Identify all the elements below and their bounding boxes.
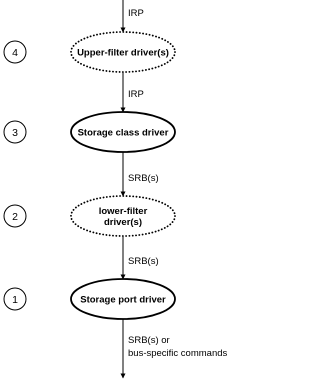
driver-node-3: 3 Storage class driver: [3, 111, 176, 153]
driver-node-label: driver(s): [104, 217, 142, 228]
driver-node-label: Upper-filter driver(s): [77, 48, 169, 59]
solid-ellipse: [70, 111, 176, 153]
edge-2: IRP: [120, 72, 144, 113]
driver-node-label: Storage port driver: [80, 295, 166, 306]
layer-number: 2: [12, 211, 18, 223]
layer-number-circle: [3, 40, 27, 64]
edge-5: SRB(s) or bus-specific commands: [120, 319, 228, 379]
driver-node-1: 1 Storage port driver: [3, 278, 176, 320]
driver-node-4: 4 Upper-filter driver(s): [3, 31, 176, 73]
edges-layer: IRP IRP SRB(s) SRB(s) SRB(s) or bus-specific …: [120, 0, 228, 379]
nodes-layer: 4 Upper-filter driver(s) 3 Storage class dr…: [3, 31, 176, 320]
layer-number: 3: [12, 127, 18, 139]
edge-label: SRB(s) or: [128, 335, 170, 346]
edge-label: SRB(s): [128, 173, 159, 184]
layer-number-circle: [3, 120, 27, 144]
edge-label: IRP: [128, 8, 144, 19]
edge-label: SRB(s): [128, 256, 159, 267]
edge-label: IRP: [128, 89, 144, 100]
edge-1: IRP: [120, 0, 144, 33]
driver-stack-diagram: IRP IRP SRB(s) SRB(s) SRB(s) or bus-specific …: [3, 0, 228, 379]
solid-ellipse: [70, 278, 176, 320]
layer-number: 1: [12, 294, 18, 306]
edge-3: SRB(s): [120, 152, 159, 197]
layer-number: 4: [12, 47, 18, 59]
dotted-ellipse: [70, 195, 176, 237]
edge-4: SRB(s): [120, 236, 159, 280]
layer-number-circle: [3, 287, 27, 311]
driver-node-label: Storage class driver: [78, 128, 169, 139]
layer-number-circle: [3, 204, 27, 228]
edge-label: bus-specific commands: [128, 348, 228, 359]
dotted-ellipse: [70, 31, 176, 73]
driver-node-label: lower-filter: [99, 206, 148, 217]
